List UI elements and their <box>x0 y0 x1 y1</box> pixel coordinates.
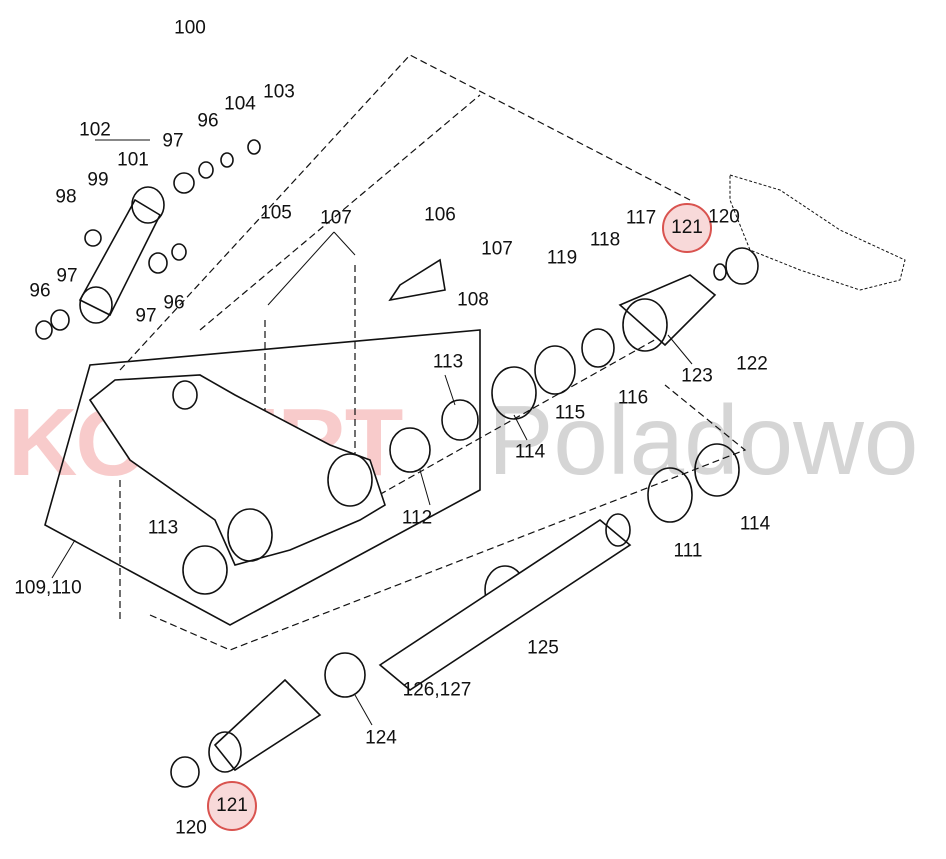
part-label-123: 123 <box>681 365 713 387</box>
part-label-101: 101 <box>117 149 149 171</box>
part-label-113b: 113 <box>147 517 179 539</box>
part-label-114: 114 <box>514 441 546 463</box>
watermark-location: Poladowo <box>488 385 919 495</box>
part-label-105: 105 <box>260 202 292 224</box>
part-label-120b: 120 <box>175 817 207 839</box>
part-label-96: 96 <box>197 110 219 132</box>
part-label-119: 119 <box>546 247 578 269</box>
part-label-116: 116 <box>617 387 649 409</box>
spindle-housings <box>170 258 717 788</box>
shaft <box>324 513 632 698</box>
part-label-120: 120 <box>708 206 740 228</box>
part-label-113: 113 <box>432 351 464 373</box>
part-label-114b: 114 <box>739 513 771 535</box>
highlighted-part-label-121: 121 <box>662 203 712 253</box>
part-label-97: 97 <box>162 130 184 152</box>
part-label-126-127: 126,127 <box>402 679 472 701</box>
frame-outline <box>729 174 906 291</box>
part-label-103: 103 <box>263 81 295 103</box>
part-label-125: 125 <box>527 637 559 659</box>
part-label-102: 102 <box>79 119 111 141</box>
part-label-97c: 97 <box>135 305 157 327</box>
arm-housing-outline <box>44 329 481 626</box>
part-label-96c: 96 <box>163 292 185 314</box>
part-label-107: 107 <box>320 207 352 229</box>
part-label-107b: 107 <box>481 238 513 260</box>
part-label-115: 115 <box>554 402 586 424</box>
highlighted-part-label-121b: 121 <box>207 781 257 831</box>
part-label-111: 111 <box>673 540 703 562</box>
leader-lines <box>51 139 693 726</box>
part-label-109-110: 109,110 <box>14 577 82 599</box>
part-label-98: 98 <box>55 186 77 208</box>
part-label-96b: 96 <box>29 280 51 302</box>
part-label-100: 100 <box>174 17 206 39</box>
cylinder-part <box>78 186 165 324</box>
part-label-112: 112 <box>401 507 433 529</box>
part-label-106: 106 <box>424 204 456 226</box>
part-label-122: 122 <box>736 353 768 375</box>
part-label-99: 99 <box>87 169 109 191</box>
part-label-124: 124 <box>365 727 397 749</box>
part-label-118: 118 <box>589 229 621 251</box>
part-label-117: 117 <box>625 207 657 229</box>
part-label-104: 104 <box>224 93 256 115</box>
part-label-97b: 97 <box>56 265 78 287</box>
part-label-108: 108 <box>457 289 489 311</box>
